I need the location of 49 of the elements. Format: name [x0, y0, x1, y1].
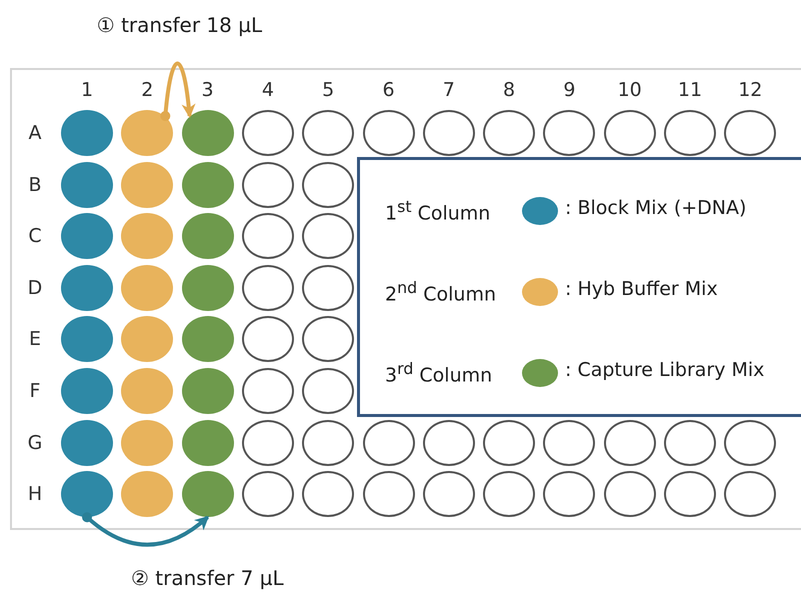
filled-well	[121, 110, 174, 156]
column-number: 3	[202, 79, 214, 101]
legend-label: 1$^{st}$ Column	[385, 197, 490, 224]
curved-arrow	[160, 62, 196, 121]
empty-well	[604, 110, 656, 156]
legend-label: 3$^{rd}$ Column	[385, 359, 492, 386]
edge-label: ① transfer 18 μL	[96, 13, 262, 37]
column-number: 5	[322, 79, 334, 101]
empty-well	[724, 110, 776, 156]
row-letter: E	[29, 328, 41, 350]
row-letter: A	[28, 122, 42, 144]
legend-label: 2$^{nd}$ Column	[385, 278, 496, 306]
empty-well	[242, 368, 294, 414]
column-number: 4	[262, 79, 274, 101]
empty-well	[302, 368, 354, 414]
row-letter: G	[28, 432, 42, 454]
row-letter: B	[28, 174, 42, 196]
empty-well	[664, 110, 716, 156]
row-letter: D	[28, 276, 42, 299]
filled-well	[182, 110, 234, 156]
edge-label: ② transfer 7 μL	[131, 566, 284, 590]
empty-well	[302, 110, 354, 156]
empty-well	[242, 110, 294, 156]
legend-description: : Capture Library Mix	[565, 359, 764, 381]
empty-well	[362, 110, 414, 156]
curved-arrow	[82, 512, 210, 547]
column-number: 12	[738, 79, 762, 101]
empty-well	[543, 110, 596, 156]
row-letter: H	[28, 483, 42, 506]
row-letter: F	[30, 380, 40, 402]
filled-well	[121, 368, 174, 414]
column-number: 1	[80, 79, 94, 101]
column-number: 9	[563, 79, 576, 101]
column-number: 11	[678, 79, 702, 101]
filled-well	[61, 110, 113, 156]
filled-well	[61, 368, 113, 414]
empty-well	[483, 110, 536, 156]
row-letter: C	[28, 225, 42, 248]
empty-well	[362, 420, 414, 466]
empty-well	[422, 110, 475, 156]
column-number: 8	[503, 79, 516, 101]
column-number: 6	[382, 79, 395, 101]
filled-well	[182, 368, 234, 414]
legend-description: : Hyb Buffer Mix	[565, 278, 718, 300]
empty-well	[362, 471, 414, 518]
legend-description: : Block Mix (+DNA)	[565, 197, 746, 219]
column-number: 7	[442, 79, 455, 101]
column-number: 2	[141, 79, 154, 101]
column-number: 10	[618, 79, 642, 101]
